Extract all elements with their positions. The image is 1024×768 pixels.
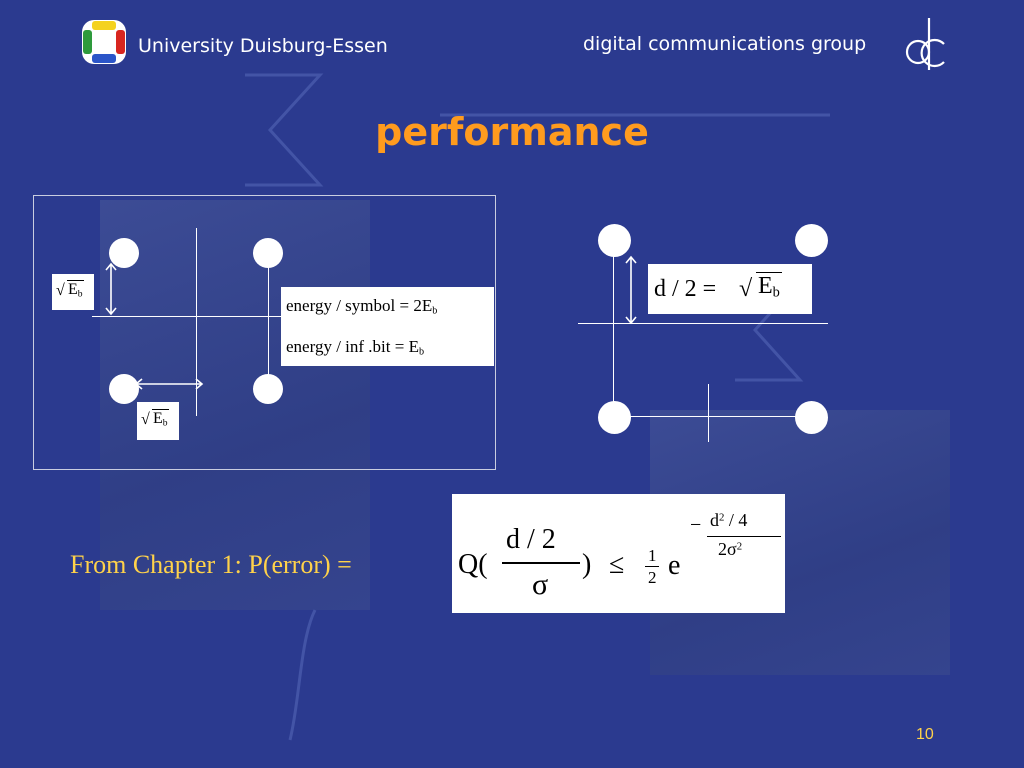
half-distance-label: d / 2 = √ Eb: [648, 264, 812, 314]
right-axis-horizontal: [578, 323, 828, 324]
right-left-stem: [613, 238, 614, 418]
slide-title: performance: [375, 110, 649, 154]
right-axis-horizontal-lower: [615, 416, 810, 417]
fraction-bar: [502, 562, 580, 564]
right-axis-vertical: [708, 384, 709, 442]
constellation-point: [795, 401, 828, 434]
sqrt-eb-label-vertical: √ Eb: [52, 274, 94, 310]
constellation-point: [109, 238, 139, 268]
fraction-bar: [707, 536, 781, 537]
constellation-point: [598, 224, 631, 257]
energy-per-symbol: energy / symbol = 2Eb: [286, 296, 438, 317]
university-logo-icon: [82, 20, 126, 64]
constellation-point: [253, 238, 283, 268]
energy-per-bit: energy / inf .bit = Eb: [286, 337, 425, 358]
dc-group-logo-icon: [905, 18, 945, 70]
page-number: 10: [916, 726, 934, 743]
horizontal-distance-arrow: [134, 378, 204, 390]
error-probability-lead: From Chapter 1: P(error) =: [70, 550, 352, 579]
left-axis-horizontal: [92, 316, 282, 317]
sqrt-symbol-icon: √: [56, 282, 65, 299]
constellation-point: [795, 224, 828, 257]
sqrt-symbol-icon: √: [141, 411, 150, 428]
constellation-point: [598, 401, 631, 434]
sqrt-eb-label-horizontal: √ Eb: [137, 402, 179, 440]
left-constellation-frame: [33, 195, 496, 470]
left-axis-vertical: [196, 228, 197, 416]
error-bound-formula: Q( d / 2 σ ) ≤ 1 2 e − d2 / 4 2σ2: [452, 494, 785, 613]
university-name: University Duisburg-Essen: [138, 35, 388, 57]
constellation-point: [109, 374, 139, 404]
fraction-bar: [645, 566, 659, 567]
sqrt-symbol-icon: √: [739, 276, 753, 302]
group-name: digital communications group: [583, 33, 867, 55]
vertical-distance-arrow: [105, 262, 117, 316]
left-top-right-stem: [268, 260, 269, 375]
constellation-point: [253, 374, 283, 404]
energy-info-box: energy / symbol = 2Eb energy / inf .bit …: [281, 287, 494, 366]
half-distance-arrow: [625, 255, 637, 325]
